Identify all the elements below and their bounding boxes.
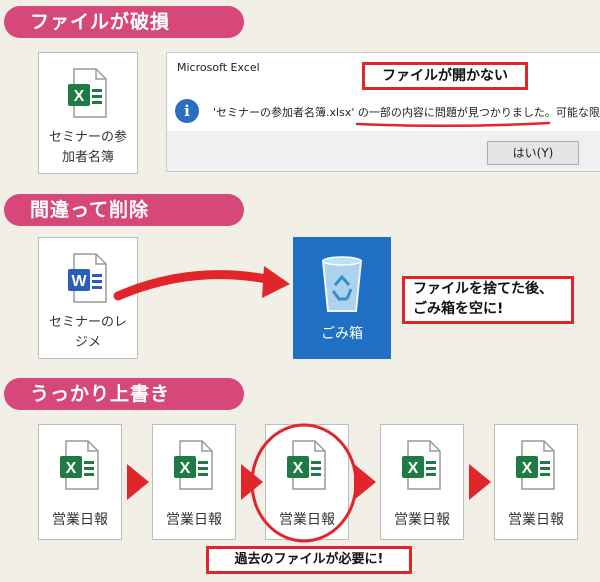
file-card-daily-report[interactable]: X 営業日報 (152, 424, 236, 540)
section-header-label: ファイルが破損 (30, 11, 171, 33)
excel-file-icon: X (287, 440, 326, 490)
svg-text:X: X (522, 460, 533, 477)
file-card-daily-report[interactable]: X 営業日報 (380, 424, 464, 540)
file-name: 営業日報 (166, 512, 222, 528)
info-icon: i (175, 99, 199, 123)
callout-cannot-open: ファイルが開かない (362, 62, 528, 90)
callout-text: ファイルが開かない (382, 68, 508, 84)
recycle-bin[interactable]: ごみ箱 (293, 237, 391, 359)
arrow-to-recycle-bin (113, 266, 290, 301)
svg-text:X: X (66, 460, 77, 477)
section-header-corrupted: ファイルが破損 (4, 6, 244, 38)
recycle-bin-label: ごみ箱 (321, 326, 363, 342)
highlight-circle (250, 423, 358, 543)
callout-line1: ファイルを捨てた後、 (413, 281, 553, 297)
excel-file-icon: X (68, 68, 107, 118)
file-card-seminar-list[interactable]: X セミナーの参 加者名簿 (38, 52, 138, 174)
svg-text:X: X (180, 460, 191, 477)
right-arrow-icon (469, 464, 491, 500)
word-file-icon: W (68, 253, 107, 303)
dialog-title: Microsoft Excel (177, 61, 260, 74)
section-header-label: うっかり上書き (30, 383, 171, 405)
file-name: 営業日報 (508, 512, 564, 528)
file-name: 営業日報 (279, 512, 335, 528)
file-name-line1: セミナーのレ (48, 315, 127, 330)
file-name-line2: ジメ (74, 335, 101, 350)
excel-file-icon: X (516, 440, 555, 490)
right-arrow-icon (127, 464, 149, 500)
svg-text:W: W (71, 273, 87, 290)
right-arrow-icon (354, 464, 376, 500)
excel-error-dialog: Microsoft Excel i 'セミナーの参加者名簿.xlsx' の一部の… (166, 52, 600, 172)
section-header-overwritten: うっかり上書き (4, 378, 244, 410)
file-card-daily-report[interactable]: X 営業日報 (38, 424, 122, 540)
svg-text:X: X (408, 460, 419, 477)
callout-text: 過去のファイルが必要に! (234, 552, 384, 567)
excel-file-icon: X (60, 440, 99, 490)
section-header-deleted: 間違って削除 (4, 194, 244, 226)
svg-text:X: X (293, 460, 304, 477)
section-header-label: 間違って削除 (30, 199, 150, 221)
file-name: 営業日報 (52, 512, 108, 528)
callout-line2: ごみ箱を空に! (413, 301, 504, 317)
file-card-daily-report[interactable]: X 営業日報 (265, 424, 349, 540)
file-name: 営業日報 (394, 512, 450, 528)
excel-file-icon: X (174, 440, 213, 490)
dialog-yes-button[interactable]: はい(Y) (487, 141, 579, 165)
message-underline (355, 121, 551, 128)
dialog-message: 'セミナーの参加者名簿.xlsx' の一部の内容に問題が見つかりました。可能な限 (213, 106, 600, 119)
recycle-bin-icon (321, 256, 363, 312)
excel-file-icon: X (402, 440, 441, 490)
file-name-line2: 加者名簿 (61, 150, 114, 165)
callout-need-past: 過去のファイルが必要に! (206, 546, 412, 574)
file-name-line1: セミナーの参 (48, 130, 127, 145)
file-card-daily-report[interactable]: X 営業日報 (494, 424, 578, 540)
callout-trash: ファイルを捨てた後、 ごみ箱を空に! (402, 276, 574, 324)
svg-text:X: X (74, 88, 85, 105)
